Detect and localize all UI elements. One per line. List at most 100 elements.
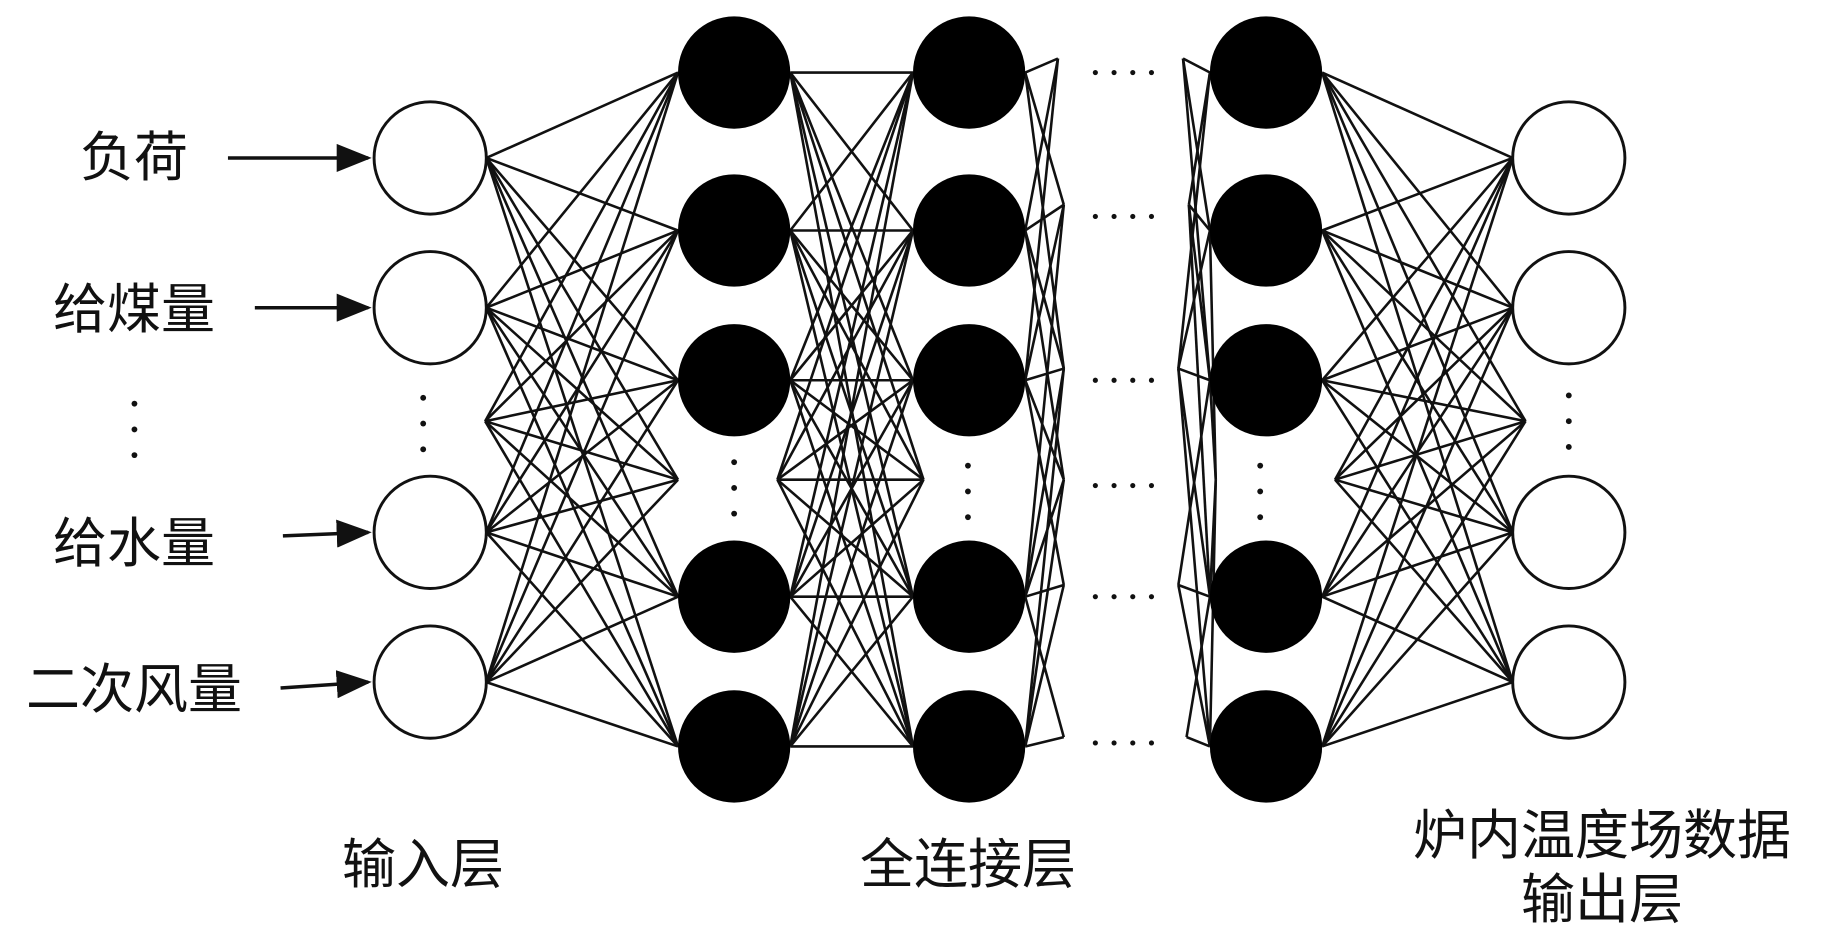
connection-line bbox=[485, 680, 679, 748]
connection-line bbox=[776, 478, 914, 598]
connection-line bbox=[1321, 229, 1527, 423]
hidden-node bbox=[912, 690, 1026, 803]
hidden-node bbox=[912, 174, 1026, 287]
nodes bbox=[372, 16, 1627, 803]
horizontal-ellipsis-dot bbox=[1111, 69, 1117, 76]
vertical-ellipsis-dot bbox=[731, 459, 738, 466]
vertical-ellipsis-dot bbox=[1257, 462, 1264, 469]
input-label-secondary-air: 二次风量 bbox=[26, 658, 242, 721]
connection-line bbox=[1024, 379, 1065, 481]
connection-line bbox=[1321, 531, 1514, 748]
connection-line bbox=[1181, 58, 1212, 231]
vertical-ellipsis-dot bbox=[965, 514, 971, 521]
connection-line bbox=[789, 72, 915, 381]
hidden-node bbox=[678, 690, 791, 803]
horizontal-ellipsis-dot bbox=[1130, 213, 1136, 220]
horizontal-ellipsis-dot bbox=[1148, 69, 1155, 76]
vertical-ellipsis-dot bbox=[131, 400, 138, 407]
connection-line bbox=[1023, 58, 1060, 381]
hidden-node bbox=[678, 540, 791, 653]
connection-line bbox=[1321, 71, 1514, 160]
vertical-ellipsis-dot bbox=[965, 462, 971, 469]
connection-line bbox=[1321, 378, 1526, 423]
vertical-ellipsis-dot bbox=[131, 452, 138, 459]
connection-line bbox=[485, 156, 679, 232]
connection-line bbox=[1334, 478, 1514, 683]
connection-line bbox=[1321, 157, 1514, 382]
horizontal-ellipsis-dot bbox=[1092, 69, 1098, 76]
connection-line bbox=[1023, 368, 1066, 597]
vertical-ellipsis-dot bbox=[731, 510, 738, 517]
vertical-ellipsis-dot bbox=[420, 394, 427, 401]
connection-line bbox=[484, 420, 680, 748]
connection-line bbox=[1185, 596, 1212, 738]
connection-line bbox=[484, 378, 679, 423]
hidden-node bbox=[678, 324, 791, 437]
input-arrow bbox=[282, 519, 372, 548]
connection-line bbox=[1023, 368, 1066, 747]
connection-line bbox=[776, 479, 915, 748]
hidden-layer-label: 全连接层 bbox=[860, 833, 1076, 896]
horizontal-ellipsis-dot bbox=[1111, 482, 1117, 489]
horizontal-ellipsis-dot bbox=[1111, 740, 1117, 746]
connection-line bbox=[1023, 479, 1066, 598]
connection-line bbox=[1334, 306, 1514, 481]
connection-line bbox=[1320, 307, 1514, 747]
connection-line bbox=[485, 595, 679, 684]
connection-line bbox=[1177, 583, 1211, 598]
vertical-ellipsis-dot bbox=[965, 488, 971, 495]
connection-line bbox=[1181, 58, 1212, 381]
connection-line bbox=[1024, 203, 1065, 232]
connection-line bbox=[1333, 157, 1514, 481]
output-data-label: 炉内温度场数据 bbox=[1413, 804, 1791, 867]
connection-line bbox=[1334, 419, 1526, 481]
connection-line bbox=[776, 379, 914, 481]
output-node bbox=[1511, 624, 1627, 740]
horizontal-ellipsis-dot bbox=[1130, 377, 1136, 383]
connection-line bbox=[485, 71, 680, 309]
connection-line bbox=[484, 419, 679, 481]
connection-line bbox=[1321, 156, 1514, 232]
vertical-ellipsis-dot bbox=[1565, 444, 1572, 450]
horizontal-ellipsis-dot bbox=[1148, 213, 1155, 220]
connection-line bbox=[485, 71, 679, 160]
input-node bbox=[372, 250, 488, 366]
horizontal-ellipsis-dot bbox=[1092, 377, 1098, 383]
connection-line bbox=[1321, 420, 1527, 598]
connection-line bbox=[484, 420, 679, 598]
output-node bbox=[1511, 474, 1627, 590]
hidden-node bbox=[1209, 690, 1323, 803]
input-node bbox=[372, 474, 488, 590]
connection-line bbox=[776, 72, 915, 481]
connection-line bbox=[485, 229, 680, 683]
hidden-node bbox=[1209, 174, 1323, 287]
horizontal-ellipsis-dot bbox=[1148, 740, 1155, 746]
vertical-ellipsis-dot bbox=[1565, 418, 1572, 425]
connection-line bbox=[1187, 203, 1211, 232]
connection-line bbox=[1182, 57, 1211, 74]
horizontal-ellipsis-dot bbox=[1148, 377, 1155, 383]
connection-line bbox=[1186, 735, 1211, 748]
connection-line bbox=[485, 379, 680, 683]
input-label-load: 负荷 bbox=[80, 126, 188, 189]
connection-line bbox=[485, 306, 679, 481]
connection-line bbox=[485, 478, 679, 534]
connection-line bbox=[485, 72, 680, 533]
connection-line bbox=[485, 157, 680, 481]
connection-line bbox=[1321, 420, 1527, 748]
horizontal-ellipsis-dot bbox=[1111, 377, 1117, 383]
horizontal-ellipsis-dot bbox=[1111, 213, 1117, 220]
connection-line bbox=[1023, 584, 1066, 747]
connection-line bbox=[1024, 367, 1065, 382]
hidden-node bbox=[1209, 324, 1323, 437]
connection-line bbox=[1177, 230, 1212, 369]
vertical-ellipsis-dot bbox=[420, 446, 427, 453]
connection-line bbox=[1023, 58, 1060, 231]
connection-line bbox=[1321, 71, 1514, 309]
vertical-ellipsis-dot bbox=[731, 484, 738, 491]
horizontal-ellipsis-dot bbox=[1130, 69, 1136, 76]
connection-line bbox=[1320, 72, 1514, 533]
connection-line bbox=[789, 595, 914, 748]
output-node bbox=[1511, 250, 1627, 366]
horizontal-ellipsis-dot bbox=[1130, 482, 1136, 489]
